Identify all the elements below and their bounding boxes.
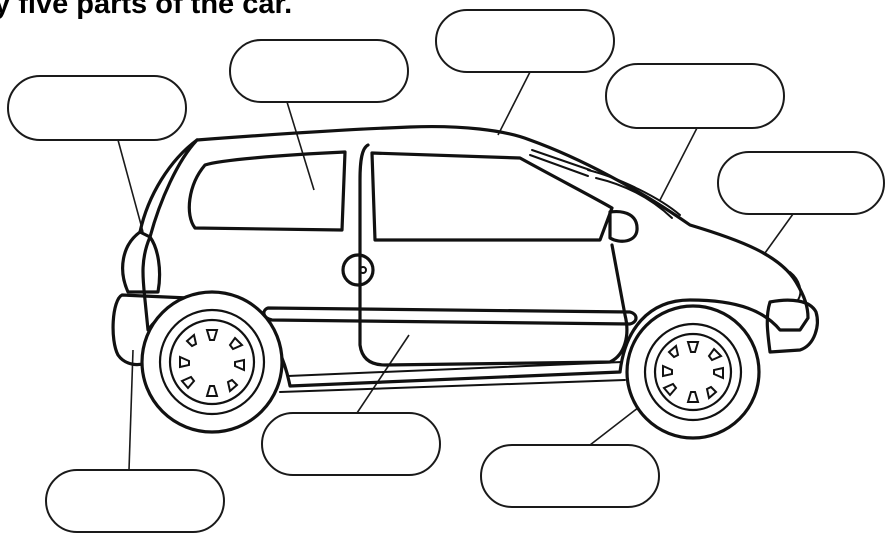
side-mirror — [610, 212, 637, 242]
label-box-upper-left[interactable] — [230, 40, 408, 102]
label-box-top-left[interactable] — [8, 76, 186, 140]
leader-line-side-window — [287, 102, 314, 190]
rear-side-window — [189, 152, 345, 230]
fuel-cap — [343, 255, 373, 285]
rear-wheel — [142, 292, 282, 432]
leader-line-rear-window — [118, 140, 143, 232]
front-wheel — [627, 306, 759, 438]
leader-line-sunroof — [660, 128, 697, 200]
label-box-bottom-center[interactable] — [262, 413, 440, 475]
label-box-top-center[interactable] — [436, 10, 614, 72]
label-box-bottom-right[interactable] — [481, 445, 659, 507]
label-boxes[interactable] — [8, 10, 884, 532]
leader-line-door — [357, 335, 409, 413]
front-door — [360, 145, 627, 365]
leader-line-rear-bumper — [129, 350, 133, 470]
rear-light — [123, 232, 160, 292]
leader-line-bonnet — [765, 214, 793, 253]
body-moulding — [264, 308, 636, 324]
label-box-upper-right[interactable] — [606, 64, 784, 128]
label-box-bottom-left[interactable] — [46, 470, 224, 532]
leader-line-roof — [498, 72, 530, 135]
label-box-right[interactable] — [718, 152, 884, 214]
ground-line — [280, 380, 625, 392]
fuel-cap-center — [360, 267, 366, 273]
